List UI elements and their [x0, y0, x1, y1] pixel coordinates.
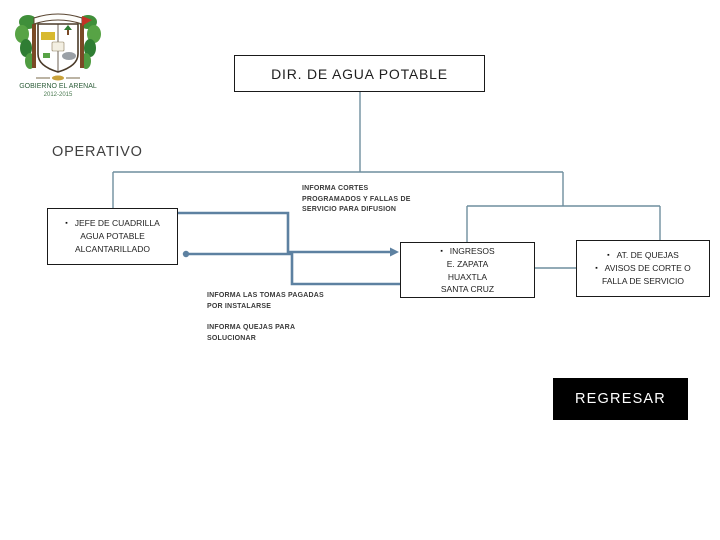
node-jefe-de-cuadrilla: ▪ JEFE DE CUADRILLA AGUA POTABLE ALCANTAR… — [47, 208, 178, 265]
bullet-icon: ▪ — [440, 247, 443, 255]
node-line: ▪ AT. DE QUEJAS — [577, 249, 709, 262]
logo-years: 2012-2015 — [44, 92, 73, 98]
node-text: AT. DE QUEJAS — [616, 250, 679, 260]
node-line: ▪ INGRESOS — [401, 245, 534, 259]
node-line: ALCANTARILLADO — [75, 244, 150, 254]
annotation-line: SOLUCIONAR — [207, 334, 257, 342]
logo-scroll — [36, 75, 80, 81]
node-line: SANTA CRUZ — [440, 284, 495, 294]
node-at-de-quejas: ▪ AT. DE QUEJAS ▪ AVISOS DE CORTE O FALLA … — [576, 240, 710, 297]
annotation-line: SERVICIO PARA DIFUSION — [302, 206, 397, 213]
annotation-line: POR INSTALARSE — [207, 302, 272, 310]
bullet-icon: ▪ — [607, 252, 610, 259]
node-line: AGUA POTABLE — [80, 231, 145, 241]
section-label-operativo: OPERATIVO — [52, 144, 143, 160]
annotation-line: INFORMA LAS TOMAS PAGADAS — [207, 292, 324, 299]
node-line: ▪ JEFE DE CUADRILLA — [48, 217, 177, 230]
municipal-coat-of-arms-logo: GOBIERNO EL ARENAL 2012-2015 — [15, 13, 101, 98]
connector-jefe-to-ingresos-upper — [178, 211, 390, 254]
logo-foliage — [15, 15, 101, 69]
logo-caption: GOBIERNO EL ARENAL — [19, 83, 97, 90]
node-text: INGRESOS — [449, 245, 495, 256]
node-line: FALLA DE SERVICIO — [601, 276, 685, 286]
logo-banner — [33, 13, 92, 26]
annotation-tomas-pagadas: INFORMA LAS TOMAS PAGADAS POR INSTALARSE — [207, 291, 324, 312]
annotation-difusion: INFORMA CORTES PROGRAMADOS Y FALLAS DE S… — [302, 184, 411, 216]
node-ingresos: ▪ INGRESOS E. ZAPATA HUAXTLA SANTA CRUZ — [400, 242, 535, 298]
page-title: DIR. DE AGUA POTABLE — [271, 65, 448, 82]
annotation-quejas-solucionar: INFORMA QUEJAS PARA SOLUCIONAR — [207, 323, 295, 344]
annotation-line: INFORMA CORTES — [302, 185, 369, 192]
node-line: ▪ AVISOS DE CORTE O — [577, 262, 709, 275]
bullet-icon: ▪ — [595, 265, 598, 272]
logo-shield — [37, 23, 79, 73]
title-box: DIR. DE AGUA POTABLE — [234, 55, 485, 92]
connector-jefe-to-ingresos-lower — [186, 252, 400, 286]
node-line: E. ZAPATA — [446, 259, 489, 269]
bullet-icon: ▪ — [65, 220, 68, 227]
regresar-button[interactable]: REGRESAR — [553, 378, 688, 420]
annotation-line: INFORMA QUEJAS PARA — [207, 324, 296, 331]
annotation-line: PROGRAMADOS Y FALLAS DE — [302, 195, 411, 203]
node-text: JEFE DE CUADRILLA — [74, 218, 160, 228]
node-text: AVISOS DE CORTE O — [604, 263, 691, 273]
arrowhead-icon — [390, 247, 399, 257]
node-line: HUAXTLA — [447, 271, 488, 282]
